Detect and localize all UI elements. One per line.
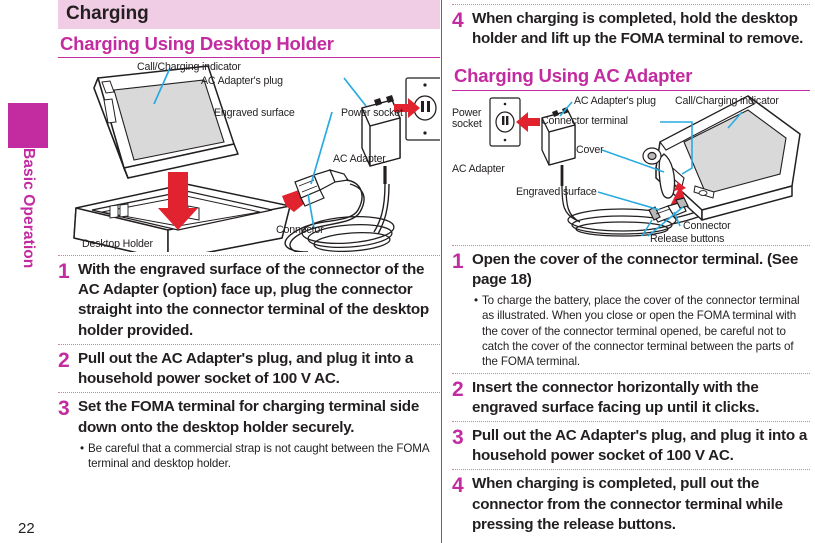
- divider-dotted: [452, 420, 810, 422]
- desktop-holder-figure: Call/Charging indicator AC Adapter's plu…: [58, 60, 440, 253]
- step-item: 2 Insert the connector horizontally with…: [452, 376, 810, 418]
- divider-dotted: [58, 392, 440, 394]
- step-number: 1: [452, 249, 464, 273]
- chapter-tab-marker: [8, 103, 48, 148]
- desktop-holder-illustration: [73, 65, 440, 253]
- step-text: Insert the connector horizontally with t…: [472, 378, 760, 416]
- figure-label-release-buttons: Release buttons: [650, 232, 725, 245]
- column-divider: [441, 0, 443, 543]
- figure-label-engraved-surface: Engraved surface: [214, 107, 295, 120]
- step-note: • Be careful that a commercial strap is …: [80, 441, 440, 472]
- figure-label-connector: Connector: [276, 224, 324, 237]
- subsection-heading-desktop-holder: Charging Using Desktop Holder: [58, 29, 440, 59]
- step-number: 4: [452, 9, 464, 32]
- figure-label-ac-adapter: AC Adapter: [452, 162, 505, 175]
- chapter-sidebar: Basic Operation 22: [0, 0, 56, 543]
- figure-label-ac-adapter: AC Adapter: [333, 153, 386, 166]
- step-note: • To charge the battery, place the cover…: [474, 293, 810, 369]
- divider-dotted: [452, 4, 810, 5]
- ac-adapter-figure: Power socket AC Adapter's plug Connector…: [452, 94, 810, 245]
- figure-label-power-socket: Power socket: [341, 107, 403, 120]
- step-item: 2 Pull out the AC Adapter's plug, and pl…: [58, 347, 440, 389]
- ac-adapter-illustration: [489, 94, 801, 237]
- step-number: 2: [452, 377, 464, 401]
- divider-dotted: [58, 343, 440, 345]
- bullet-icon: •: [80, 441, 84, 455]
- step-note-text: Be careful that a commercial strap is no…: [87, 441, 429, 471]
- step-text: When charging is completed, pull out the…: [472, 475, 783, 533]
- figure-label-ac-adapter-plug: AC Adapter's plug: [574, 94, 656, 107]
- step-number: 1: [58, 260, 70, 284]
- step-number: 2: [58, 348, 70, 372]
- figure-label-connector: Connector: [683, 219, 731, 232]
- chapter-label: Basic Operation: [20, 148, 37, 269]
- page-number: 22: [18, 520, 35, 537]
- left-column: Charging Charging Using Desktop Holder: [58, 0, 440, 543]
- step-text: With the engraved surface of the connect…: [78, 261, 429, 339]
- divider-dotted: [452, 372, 810, 374]
- step-item: 3 Pull out the AC Adapter's plug, and pl…: [452, 424, 810, 466]
- figure-label-ac-adapter-plug: AC Adapter's plug: [201, 75, 283, 88]
- figure-label-cover: Cover: [576, 143, 604, 156]
- step-text: Pull out the AC Adapter's plug, and plug…: [472, 426, 808, 465]
- step-note-text: To charge the battery, place the cover o…: [481, 294, 800, 369]
- step-item: 4 When charging is completed, pull out t…: [452, 472, 810, 535]
- step-text: Pull out the AC Adapter's plug, and plug…: [78, 349, 414, 388]
- divider-dotted: [452, 244, 810, 246]
- figure-label-power-socket-line1: Power socket: [452, 106, 482, 131]
- divider-dotted: [58, 255, 440, 257]
- step-text: Open the cover of the connector terminal…: [472, 250, 799, 288]
- figure-label-call-charging-indicator: Call/Charging indicator: [675, 94, 779, 107]
- section-heading: Charging: [58, 0, 440, 29]
- step-text: When charging is completed, hold the des…: [472, 10, 804, 48]
- figure-label-call-charging-indicator: Call/Charging indicator: [137, 61, 241, 74]
- step-text: Set the FOMA terminal for charging termi…: [78, 398, 420, 436]
- divider-dotted: [452, 469, 810, 471]
- figure-label-power-socket: Power socket: [452, 106, 482, 131]
- step-item: 3 Set the FOMA terminal for charging ter…: [58, 395, 440, 437]
- bullet-icon: •: [474, 294, 478, 308]
- step-item: 1 Open the cover of the connector termin…: [452, 248, 810, 290]
- step-item: 1 With the engraved surface of the conne…: [58, 258, 440, 341]
- right-column: 4 When charging is completed, hold the d…: [452, 0, 810, 543]
- figure-label-engraved-surface: Engraved surface: [516, 185, 597, 198]
- figure-label-connector-terminal: Connector terminal: [541, 114, 628, 127]
- step-number: 4: [452, 474, 464, 498]
- figure-label-desktop-holder: Desktop Holder: [82, 238, 153, 251]
- step-item: 4 When charging is completed, hold the d…: [452, 7, 810, 49]
- step-number: 3: [452, 425, 464, 449]
- subsection-heading-ac-adapter: Charging Using AC Adapter: [452, 61, 810, 91]
- step-number: 3: [58, 397, 70, 421]
